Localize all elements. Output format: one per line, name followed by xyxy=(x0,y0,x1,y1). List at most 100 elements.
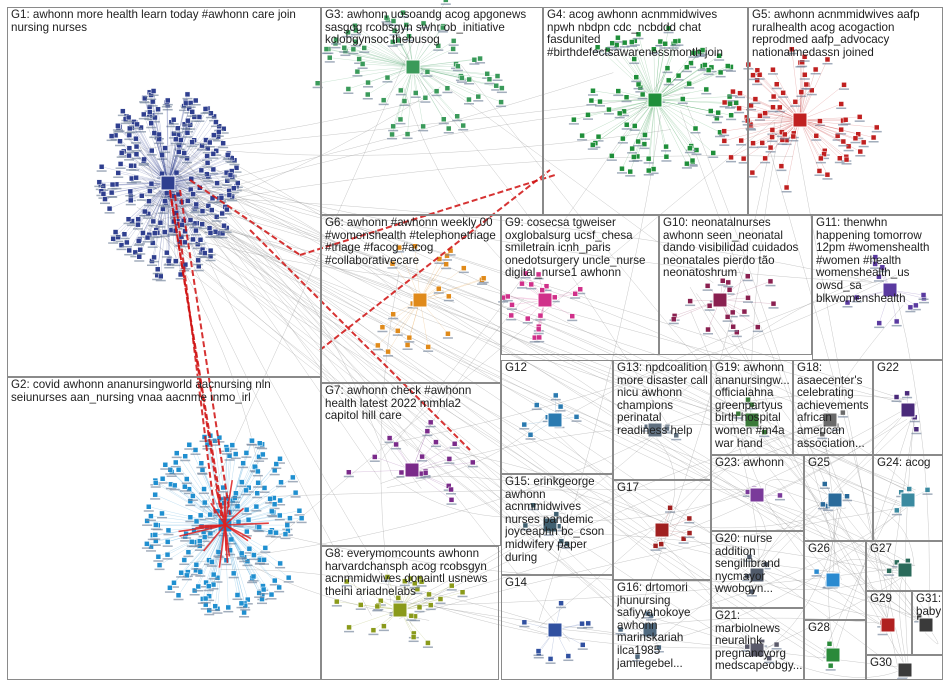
node xyxy=(451,441,458,447)
node xyxy=(157,219,164,226)
group-g22[interactable]: G22 xyxy=(873,360,943,455)
group-g20-label: G20: nurse addition sengillibrand nycmay… xyxy=(715,533,781,596)
node xyxy=(522,522,529,529)
group-g31[interactable]: G31: baby xyxy=(912,591,943,655)
node xyxy=(391,27,398,34)
group-g1[interactable]: G1: awhonn more health learn today #awho… xyxy=(7,7,321,377)
group-g16[interactable]: G16: drtomori jhunursing safiyyahokoye a… xyxy=(613,580,711,680)
node xyxy=(720,278,726,284)
node xyxy=(389,131,395,138)
node xyxy=(703,86,710,93)
group-g12[interactable]: G12 xyxy=(501,360,613,474)
node xyxy=(521,421,528,428)
node xyxy=(205,203,212,209)
group-g29-label: G29 xyxy=(870,593,892,605)
node xyxy=(178,569,184,576)
group-g18[interactable]: G18: asaecenter's celebrating achievemen… xyxy=(793,360,873,455)
group-g28[interactable]: G28 xyxy=(804,620,866,680)
node xyxy=(224,206,230,213)
node xyxy=(154,266,161,273)
node xyxy=(686,515,693,522)
group-g25[interactable]: G25 xyxy=(804,455,873,541)
group-g7[interactable]: G7: awhonn check #awhonn health latest 2… xyxy=(321,383,501,546)
group-g22-label: G22 xyxy=(877,362,899,374)
group-g29[interactable]: G29 xyxy=(866,591,912,655)
node xyxy=(182,483,188,490)
node xyxy=(243,487,249,494)
group-g17-label: G17 xyxy=(617,482,639,494)
node xyxy=(446,293,452,300)
node xyxy=(433,88,440,94)
node xyxy=(813,568,820,575)
group-g6[interactable]: G6: awhonn #awhonn weekly 00 #womensheal… xyxy=(321,215,501,383)
group-g27[interactable]: G27 xyxy=(866,541,943,591)
group-g23[interactable]: G23: awhonn xyxy=(711,455,804,531)
node xyxy=(620,135,626,142)
node xyxy=(665,77,672,84)
node xyxy=(176,149,182,155)
node xyxy=(147,188,153,194)
node xyxy=(821,151,827,157)
group-g20[interactable]: G20: nurse addition sengillibrand nycmay… xyxy=(711,531,804,608)
node xyxy=(680,536,687,542)
node xyxy=(480,275,487,282)
node xyxy=(182,453,188,459)
group-g8[interactable]: G8: everymomcounts awhonn harvardchansph… xyxy=(321,546,499,680)
group-g21[interactable]: G21: marbiolnews neuralink pregnancyorg … xyxy=(711,608,804,680)
group-g9[interactable]: G9: cosecsa tgweiser oxglobalsurg ucsf_c… xyxy=(501,215,659,355)
edges-red xyxy=(169,169,556,568)
node xyxy=(128,162,134,169)
node xyxy=(629,39,635,45)
node xyxy=(175,592,182,599)
node xyxy=(383,14,390,21)
group-g30[interactable]: G30 xyxy=(866,655,943,680)
node xyxy=(214,180,220,186)
node xyxy=(148,120,154,127)
node xyxy=(126,145,133,151)
node xyxy=(240,460,246,466)
group-g26[interactable]: G26 xyxy=(804,541,866,620)
node xyxy=(375,342,381,349)
node xyxy=(699,47,706,53)
node xyxy=(135,221,141,228)
node xyxy=(609,153,615,159)
group-g11[interactable]: G11: thenwhn happening tomorrow 12pm #wo… xyxy=(812,215,943,360)
node xyxy=(353,38,359,45)
node xyxy=(124,239,130,246)
node xyxy=(255,480,261,486)
node xyxy=(558,538,565,545)
node xyxy=(527,432,534,438)
node xyxy=(224,152,231,158)
node xyxy=(354,68,361,75)
node xyxy=(690,50,697,56)
group-g13[interactable]: G13: npdcoalition more disaster call nic… xyxy=(613,360,711,480)
node xyxy=(842,117,849,123)
hub-node xyxy=(897,662,913,678)
group-g2[interactable]: G2: covid awhonn ananursingworld aacnurs… xyxy=(7,377,321,680)
node xyxy=(615,88,621,94)
node xyxy=(365,79,371,86)
node xyxy=(886,568,892,574)
node xyxy=(770,300,777,307)
group-g15[interactable]: G15: erinkgeorge awhonn acnmmidwives nur… xyxy=(501,474,613,575)
group-g3[interactable]: G3: awhonn uosoandg acog apgonews sasgog… xyxy=(321,7,543,215)
node xyxy=(844,299,851,306)
node xyxy=(641,141,648,147)
group-g17[interactable]: G17 xyxy=(613,480,711,580)
group-g27-label: G27 xyxy=(870,543,892,555)
node xyxy=(182,261,189,268)
group-g19[interactable]: G19: awhonn ananursingw... officialahna … xyxy=(711,360,793,455)
group-g5[interactable]: G5: awhonn acnmmidwives aafp ruralhealth… xyxy=(748,7,943,215)
node xyxy=(761,429,768,435)
group-g24[interactable]: G24: acog xyxy=(873,455,943,541)
group-g10[interactable]: G10: neonatalnurses awhonn seen_neonatal… xyxy=(659,215,812,355)
node xyxy=(907,304,914,311)
node xyxy=(777,492,783,499)
hub-node xyxy=(654,522,670,538)
group-g4[interactable]: G4: acog awhonn acnmmidwives npwh nbdpn … xyxy=(543,7,748,215)
group-g14[interactable]: G14 xyxy=(501,575,613,680)
node xyxy=(619,165,625,172)
node xyxy=(856,114,863,120)
node xyxy=(585,620,591,627)
node xyxy=(204,160,211,166)
